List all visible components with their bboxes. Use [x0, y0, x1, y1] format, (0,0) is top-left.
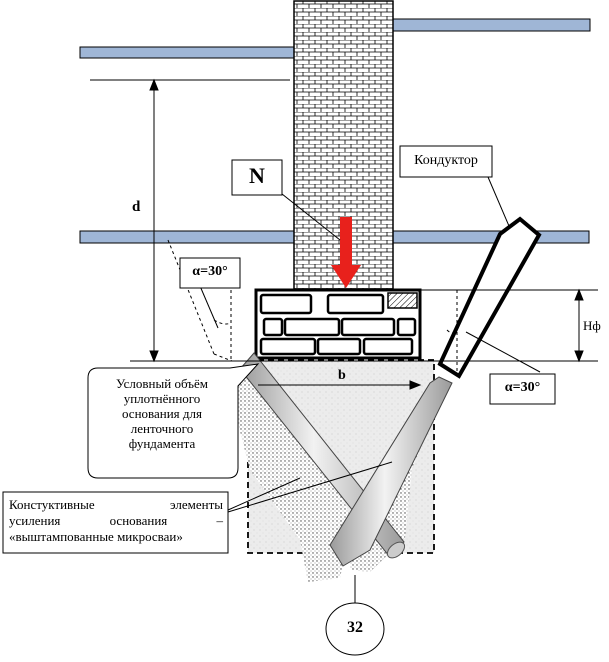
- figure-number: 32: [347, 619, 363, 636]
- figure-number-circle: [325, 602, 385, 656]
- load-label: N: [249, 163, 265, 188]
- elements-label-word: основания: [109, 513, 168, 528]
- angle-guide-lines: [167, 239, 458, 372]
- elements-label-word: элементы: [170, 497, 223, 512]
- volume-label-line: уплотнённого: [123, 391, 201, 406]
- foundation-blocks: [259, 293, 417, 356]
- load-arrow: [331, 217, 361, 288]
- angle-right-callout-box: [489, 373, 556, 405]
- volume-label: Условный объём уплотнённого основания дл…: [92, 376, 232, 451]
- elements-label-line: «выштампованные микросваи»: [9, 529, 183, 544]
- leader-lines: [199, 176, 541, 513]
- dimension-d: [90, 78, 290, 363]
- elements-label-word: –: [216, 513, 223, 528]
- conductor-callout-box: [399, 145, 493, 178]
- volume-label-line: ленточного: [130, 421, 194, 436]
- conductor-tube: [437, 216, 542, 379]
- load-callout-box: [231, 159, 283, 196]
- angle-left-callout-box: [179, 257, 241, 289]
- floor-slab-lower-right: [392, 230, 590, 244]
- depth-label: d: [132, 199, 141, 215]
- volume-label-line: основания для: [121, 406, 202, 421]
- width-label: b: [338, 368, 346, 383]
- elements-label-word: Констуктивные: [9, 497, 95, 512]
- volume-label-line: Условный объём: [116, 376, 208, 391]
- angle-right-label: α=30°: [504, 380, 541, 395]
- dimension-hf: [420, 288, 598, 363]
- floor-slab-lower-left: [79, 230, 295, 244]
- floor-slab-upper-right: [392, 18, 591, 32]
- dimension-b: [258, 380, 422, 390]
- elements-label: Констуктивные элементы усиления основания –…: [9, 497, 223, 545]
- insulation-hatch: [387, 292, 418, 309]
- compaction-zone-left: [225, 362, 352, 582]
- floor-slab-upper-left: [79, 46, 295, 59]
- micropile-right: [329, 376, 453, 567]
- volume-label-line: фундамента: [128, 436, 196, 451]
- height-label: Нф: [583, 318, 601, 333]
- elements-callout-box: [2, 491, 229, 554]
- angle-left-label: α=30°: [192, 264, 228, 279]
- conductor-label: Кондуктор: [414, 153, 478, 168]
- elements-label-word: усиления: [9, 513, 61, 528]
- volume-callout-box: [87, 363, 260, 479]
